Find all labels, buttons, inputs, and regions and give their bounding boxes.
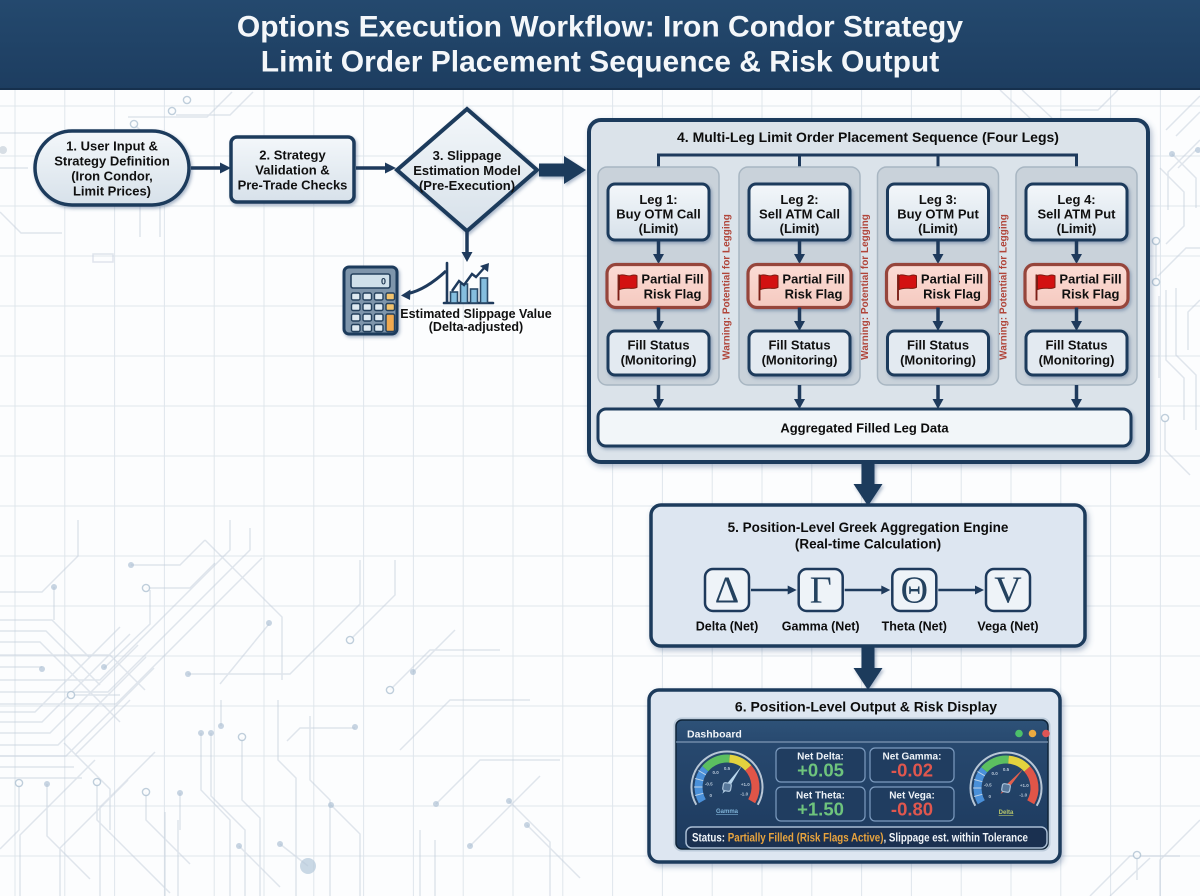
svg-text:0: 0 bbox=[381, 277, 386, 287]
svg-text:Leg 4:: Leg 4: bbox=[1057, 192, 1095, 207]
svg-text:Δ: Δ bbox=[715, 570, 739, 612]
svg-text:2. Strategy: 2. Strategy bbox=[259, 148, 326, 163]
svg-text:5. Position-Level Greek Aggreg: 5. Position-Level Greek Aggregation Engi… bbox=[728, 520, 1009, 535]
svg-text:Risk Flag: Risk Flag bbox=[923, 287, 981, 302]
svg-text:(Iron Condor,: (Iron Condor, bbox=[71, 169, 153, 184]
svg-text:Gamma (Net): Gamma (Net) bbox=[782, 620, 860, 634]
svg-text:(Delta-adjusted): (Delta-adjusted) bbox=[429, 320, 523, 334]
svg-text:Risk Flag: Risk Flag bbox=[785, 287, 843, 302]
svg-text:3. Slippage: 3. Slippage bbox=[433, 148, 502, 163]
svg-text:Fill Status: Fill Status bbox=[907, 338, 969, 353]
svg-text:0: 0 bbox=[988, 794, 991, 799]
svg-text:Risk Flag: Risk Flag bbox=[644, 287, 702, 302]
svg-text:Status: Partially Filled (Risk: Status: Partially Filled (Risk Flags Act… bbox=[692, 831, 1028, 845]
svg-text:Partial Fill: Partial Fill bbox=[641, 272, 703, 287]
svg-text:Estimation Model: Estimation Model bbox=[413, 163, 521, 178]
svg-text:0.5: 0.5 bbox=[1003, 767, 1010, 772]
svg-text:0.0: 0.0 bbox=[712, 770, 719, 775]
svg-text:Buy OTM Call: Buy OTM Call bbox=[616, 207, 701, 222]
svg-text:(Monitoring): (Monitoring) bbox=[900, 353, 976, 368]
svg-text:Γ: Γ bbox=[810, 570, 832, 612]
svg-text:-1.0: -1.0 bbox=[740, 791, 748, 796]
svg-text:Aggregated Filled Leg Data: Aggregated Filled Leg Data bbox=[780, 421, 949, 436]
svg-text:Dashboard: Dashboard bbox=[687, 729, 742, 741]
svg-text:Limit Order Placement Sequence: Limit Order Placement Sequence & Risk Ou… bbox=[261, 46, 940, 79]
svg-text:Pre-Trade Checks: Pre-Trade Checks bbox=[238, 178, 348, 193]
svg-text:-0.5: -0.5 bbox=[705, 781, 713, 786]
svg-text:Fill Status: Fill Status bbox=[627, 338, 689, 353]
svg-text:+1.0: +1.0 bbox=[741, 782, 750, 787]
svg-text:V: V bbox=[994, 570, 1022, 612]
svg-text:Fill Status: Fill Status bbox=[1045, 338, 1107, 353]
svg-text:Leg 2:: Leg 2: bbox=[780, 192, 818, 207]
svg-text:(Pre-Execution): (Pre-Execution) bbox=[419, 178, 515, 193]
svg-text:+1.0: +1.0 bbox=[1020, 783, 1029, 788]
svg-text:Leg 3:: Leg 3: bbox=[919, 192, 957, 207]
svg-text:0.0: 0.0 bbox=[991, 771, 998, 776]
svg-text:1. User Input &: 1. User Input & bbox=[66, 139, 158, 154]
svg-text:-0.5: -0.5 bbox=[984, 782, 992, 787]
svg-text:Net Theta:: Net Theta: bbox=[796, 791, 845, 802]
svg-text:(Limit): (Limit) bbox=[780, 221, 820, 236]
svg-text:Warning: Potential for Legging: Warning: Potential for Legging bbox=[722, 214, 733, 360]
svg-text:Sell ATM Call: Sell ATM Call bbox=[759, 207, 840, 222]
svg-text:Options Execution Workflow: Ir: Options Execution Workflow: Iron Condor … bbox=[237, 11, 963, 44]
svg-text:(Monitoring): (Monitoring) bbox=[621, 353, 697, 368]
svg-text:(Limit): (Limit) bbox=[639, 221, 679, 236]
svg-text:Sell ATM Put: Sell ATM Put bbox=[1038, 207, 1117, 222]
svg-text:6. Position-Level Output & Ris: 6. Position-Level Output & Risk Display bbox=[735, 699, 997, 715]
svg-text:Delta (Net): Delta (Net) bbox=[696, 620, 759, 634]
svg-text:Partial Fill: Partial Fill bbox=[782, 272, 844, 287]
svg-text:0: 0 bbox=[709, 793, 712, 798]
svg-text:Delta: Delta bbox=[999, 810, 1014, 816]
svg-text:Validation &: Validation & bbox=[255, 163, 329, 178]
svg-text:(Monitoring): (Monitoring) bbox=[762, 353, 838, 368]
svg-text:-1.0: -1.0 bbox=[1019, 792, 1027, 797]
svg-text:Θ: Θ bbox=[901, 570, 928, 612]
svg-text:Leg 1:: Leg 1: bbox=[639, 192, 677, 207]
svg-text:Gamma: Gamma bbox=[716, 809, 739, 815]
svg-text:Net Vega:: Net Vega: bbox=[889, 791, 935, 802]
svg-text:(Monitoring): (Monitoring) bbox=[1039, 353, 1115, 368]
svg-text:Strategy Definition: Strategy Definition bbox=[54, 154, 170, 169]
svg-text:Vega (Net): Vega (Net) bbox=[977, 620, 1038, 634]
svg-text:4. Multi-Leg Limit Order Place: 4. Multi-Leg Limit Order Placement Seque… bbox=[677, 129, 1059, 145]
svg-text:-0.02: -0.02 bbox=[891, 760, 933, 781]
svg-text:Buy OTM Put: Buy OTM Put bbox=[897, 207, 979, 222]
svg-text:Estimated Slippage Value: Estimated Slippage Value bbox=[400, 307, 551, 321]
svg-text:Risk Flag: Risk Flag bbox=[1062, 287, 1120, 302]
svg-text:+0.05: +0.05 bbox=[797, 760, 844, 781]
svg-text:-0.80: -0.80 bbox=[891, 799, 933, 820]
svg-text:Partial Fill: Partial Fill bbox=[921, 272, 983, 287]
svg-text:(Limit): (Limit) bbox=[918, 221, 958, 236]
svg-text:0.5: 0.5 bbox=[724, 766, 731, 771]
svg-text:Warning: Potential for Legging: Warning: Potential for Legging bbox=[860, 214, 871, 360]
svg-text:Net Gamma:: Net Gamma: bbox=[883, 752, 942, 763]
svg-text:Net Delta:: Net Delta: bbox=[797, 752, 844, 763]
svg-text:Theta (Net): Theta (Net) bbox=[882, 620, 947, 634]
svg-text:Fill Status: Fill Status bbox=[768, 338, 830, 353]
svg-text:+1.50: +1.50 bbox=[797, 799, 844, 820]
svg-text:Limit Prices): Limit Prices) bbox=[73, 184, 151, 199]
svg-text:Warning: Potential for Legging: Warning: Potential for Legging bbox=[999, 214, 1010, 360]
svg-text:Partial Fill: Partial Fill bbox=[1059, 272, 1121, 287]
svg-text:(Limit): (Limit) bbox=[1057, 221, 1097, 236]
svg-text:(Real-time Calculation): (Real-time Calculation) bbox=[795, 537, 941, 552]
